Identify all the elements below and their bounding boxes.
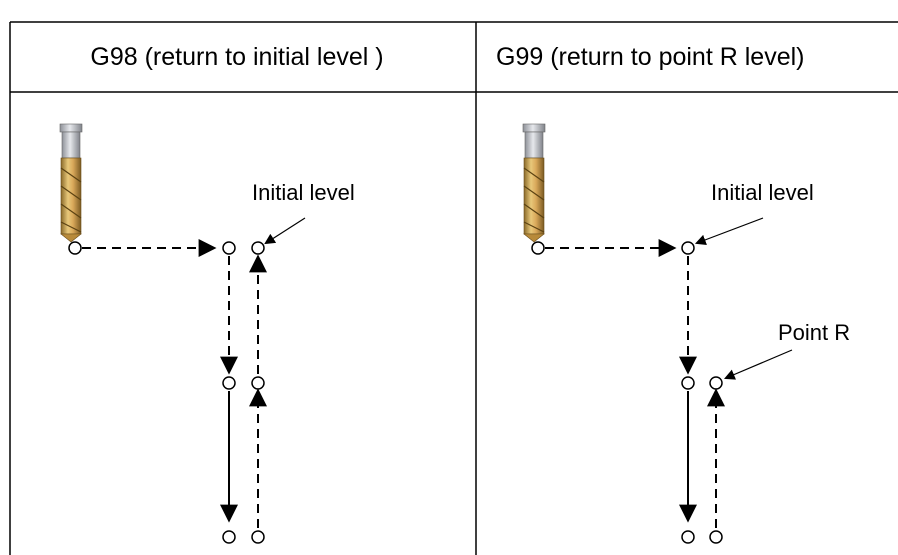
- drill-bit-icon: [59, 123, 83, 243]
- g99-initial-level-leader: [694, 217, 764, 245]
- circle-point-icon: [251, 530, 265, 544]
- g98-initial-level-label: Initial level: [252, 180, 355, 205]
- circle-point-icon: [681, 530, 695, 544]
- circle-point-icon: [709, 376, 723, 390]
- g98-initial-level-leader: [264, 217, 306, 245]
- g99-point-r-leader: [724, 349, 793, 380]
- g99-initial-level-label: Initial level: [711, 180, 814, 205]
- g98-panel: Initial level: [59, 123, 355, 544]
- g99-panel: Initial level Point R: [522, 123, 850, 544]
- header-g98-label: G98 (return to initial level ): [90, 42, 384, 71]
- circle-point-icon: [251, 241, 265, 255]
- circle-point-icon: [222, 376, 236, 390]
- table-grid: [9, 21, 898, 555]
- circle-point-icon: [68, 241, 82, 255]
- circle-point-icon: [681, 241, 695, 255]
- circle-point-icon: [222, 530, 236, 544]
- circle-point-icon: [251, 376, 265, 390]
- g99-point-r-label: Point R: [778, 320, 850, 345]
- circle-point-icon: [709, 530, 723, 544]
- drill-bit-icon: [522, 123, 546, 243]
- header-g99: G99 (return to point R level): [478, 22, 898, 92]
- circle-point-icon: [531, 241, 545, 255]
- circle-point-icon: [681, 376, 695, 390]
- header-g99-label: G99 (return to point R level): [496, 42, 805, 71]
- header-g98: G98 (return to initial level ): [12, 22, 462, 92]
- circle-point-icon: [222, 241, 236, 255]
